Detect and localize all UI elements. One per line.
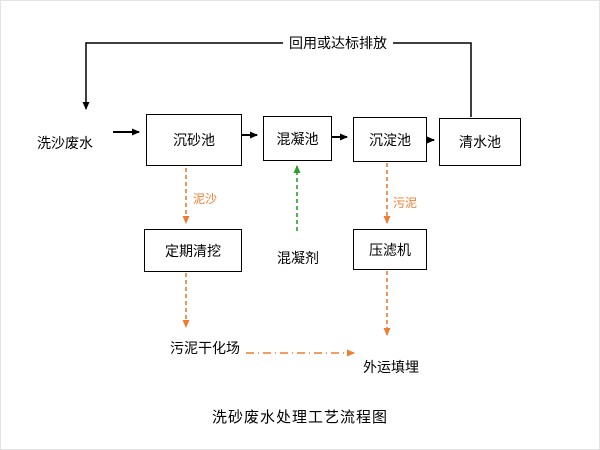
landfill-label: 外运填埋 — [363, 359, 419, 375]
node-grit-chamber: 沉砂池 — [146, 114, 242, 166]
input-wastewater-label: 洗沙废水 — [37, 135, 93, 151]
feedback-recycle-label: 回用或达标排放 — [283, 33, 393, 53]
node-filter-press: 压滤机 — [353, 229, 427, 270]
sludge-drying-site-label: 污泥干化场 — [170, 340, 240, 356]
line-feedback-recycle — [82, 42, 472, 117]
node-coagulation-tank: 混凝池 — [263, 116, 332, 161]
node-coagulation-tank-label: 混凝池 — [276, 130, 319, 147]
node-periodic-dredging: 定期清挖 — [144, 229, 242, 272]
sludge-flow-label: 污泥 — [393, 196, 418, 210]
coagulant-label: 混凝剂 — [277, 250, 319, 266]
node-clear-water-tank: 清水池 — [439, 118, 521, 166]
node-sedimentation-tank-label: 沉淀池 — [369, 131, 411, 148]
node-sedimentation-tank: 沉淀池 — [353, 117, 427, 162]
node-periodic-dredging-label: 定期清挖 — [165, 242, 221, 259]
sediment-flow-label: 泥沙 — [193, 192, 218, 206]
node-clear-water-tank-label: 清水池 — [459, 134, 501, 150]
node-filter-press-label: 压滤机 — [369, 241, 411, 258]
diagram-title: 洗砂废水处理工艺流程图 — [211, 409, 388, 426]
node-grit-chamber-label: 沉砂池 — [173, 132, 215, 148]
